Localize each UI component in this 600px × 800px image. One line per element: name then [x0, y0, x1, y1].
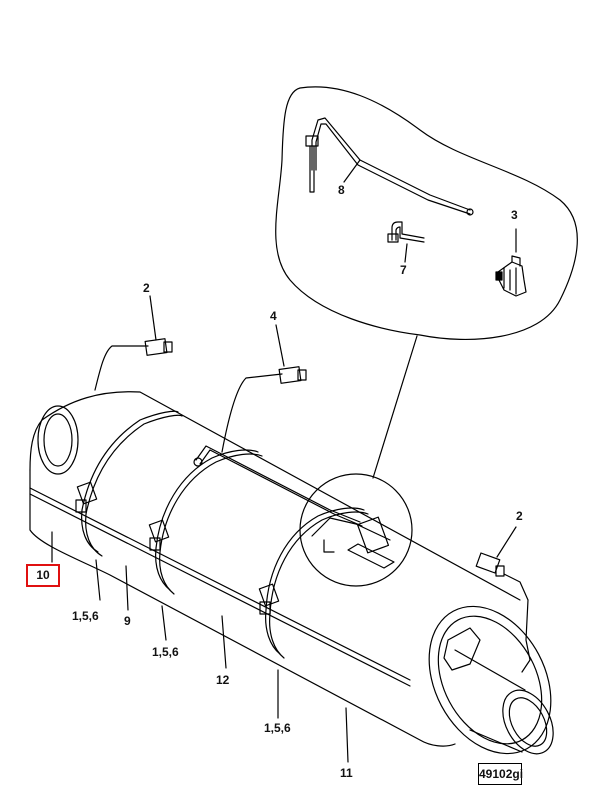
callout-2-top: 2: [143, 281, 150, 295]
sensor-2-top: [94, 338, 173, 391]
leader-2-top: [149, 295, 157, 341]
callout-2-right: 2: [516, 509, 523, 523]
callout-1-5-6-c: 1,5,6: [264, 721, 291, 735]
callout-1-5-6-a: 1,5,6: [72, 609, 99, 623]
inset-sensor-part-3: [495, 255, 527, 297]
muffler-body: [29, 391, 554, 755]
highlighted-callout-box: [26, 564, 60, 587]
inset-tube-part-8: [305, 117, 474, 216]
clamp-band-3: [258, 507, 369, 659]
detail-balloon: [275, 86, 578, 340]
tube-along-body: [193, 445, 363, 527]
figure-reference-code: 49102gi: [478, 763, 523, 785]
callout-7: 7: [400, 263, 407, 277]
highlighted-callout-10[interactable]: 10: [36, 568, 50, 582]
sensor-4: [221, 366, 307, 453]
inset-elbow-part-7: [387, 221, 425, 243]
leader-9: [125, 565, 129, 611]
leader-4: [275, 324, 285, 367]
leader-8: [343, 159, 361, 183]
callout-11: 11: [340, 766, 353, 780]
callout-1-5-6-b: 1,5,6: [152, 645, 179, 659]
leader-156-b: [161, 605, 167, 641]
callout-9: 9: [124, 614, 131, 628]
leader-2-right: [496, 526, 517, 558]
sensor-2-right: [475, 552, 531, 673]
detail-leader: [372, 335, 418, 479]
callout-3: 3: [511, 208, 518, 222]
leader-11: [345, 707, 349, 763]
leader-12: [221, 615, 227, 669]
clamp-band-1: [75, 410, 183, 557]
leader-156-a: [95, 559, 101, 601]
callout-8: 8: [338, 183, 345, 197]
callout-4: 4: [270, 309, 277, 323]
leader-7: [404, 243, 408, 263]
magnified-detail-circle: [299, 473, 413, 587]
clamp-band-2: [148, 449, 263, 595]
callout-12: 12: [216, 673, 230, 687]
